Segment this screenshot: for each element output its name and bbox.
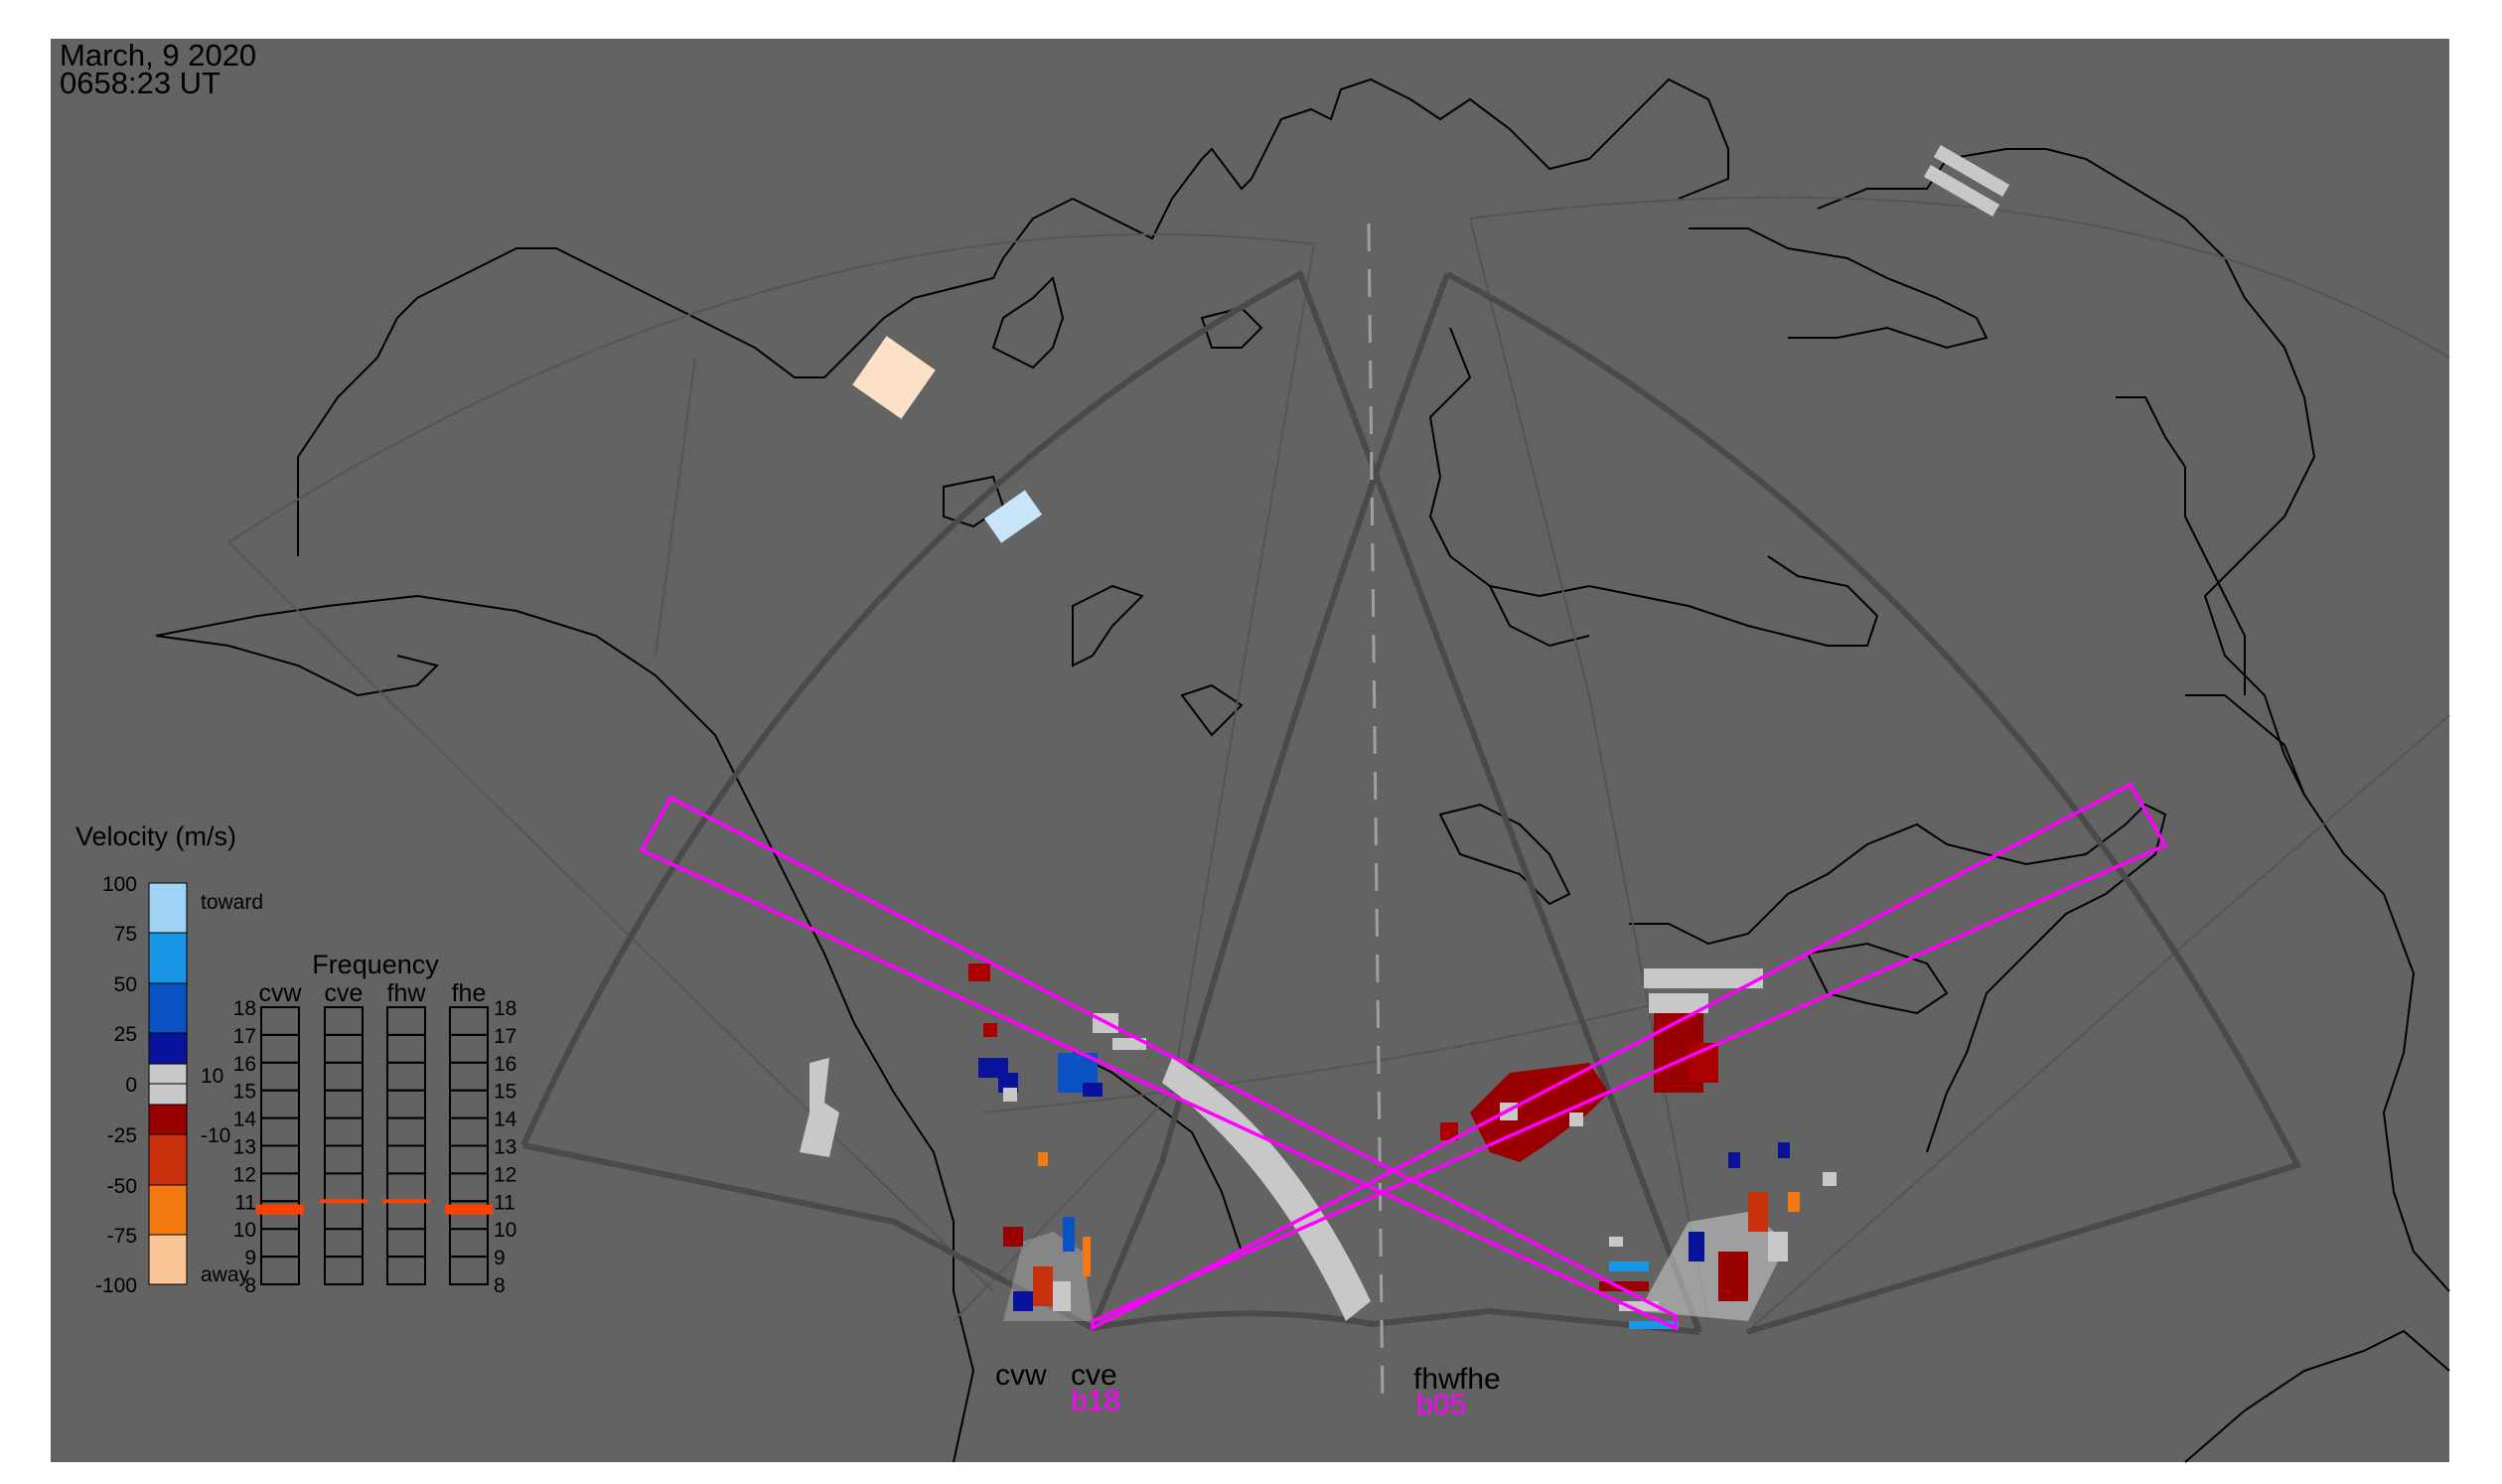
frequency-marker — [382, 1199, 430, 1204]
frequency-cell — [260, 1256, 300, 1285]
frequency-tick-right: 15 — [494, 1081, 516, 1104]
toward-label: toward — [201, 891, 263, 914]
frequency-tick-right: 12 — [494, 1163, 516, 1186]
frequency-tick-right: 10 — [494, 1219, 516, 1242]
radar-label-fhe: fhe — [1459, 1363, 1501, 1396]
frequency-tick-right: 16 — [494, 1053, 516, 1076]
colorbar-tick: -100 — [95, 1274, 137, 1297]
radar-label-fhw: fhw — [1413, 1363, 1460, 1396]
time-label: 0658:23 UT — [60, 66, 221, 100]
frequency-tick-left: 14 — [233, 1109, 257, 1131]
map-background — [51, 39, 2449, 1462]
colorbar-tick: -25 — [107, 1124, 137, 1147]
colorbar-tick-10: 10 — [201, 1065, 223, 1088]
colorbar-tick: 100 — [102, 873, 137, 896]
colorbar-segment — [148, 982, 188, 1034]
frequency-radar-label: cve — [325, 979, 364, 1007]
frequency-marker — [445, 1204, 493, 1215]
colorbar-segment — [148, 1063, 188, 1085]
beam-label-b18: b18 — [1071, 1385, 1120, 1417]
date-label: March, 9 2020 — [60, 38, 256, 73]
frequency-marker — [256, 1204, 304, 1215]
colorbar-ticks: 100 75 50 25 0 -25 -50 -75 -100 — [95, 873, 137, 1297]
radar-label-cve: cve — [1071, 1359, 1117, 1392]
colorbar-tick: 25 — [114, 1023, 137, 1046]
frequency-tick-right: 17 — [494, 1025, 516, 1048]
frequency-tick-left: 10 — [233, 1219, 256, 1242]
fov-thick-outlines — [520, 269, 2302, 1335]
beam-b18 — [639, 795, 1678, 1331]
colorbar-tick: -50 — [107, 1175, 137, 1198]
frequency-tick-left: 17 — [233, 1025, 256, 1048]
radar-label-cvw: cvw — [995, 1359, 1047, 1392]
beam-b05 — [1091, 782, 2168, 1331]
frequency-tick-left: 11 — [234, 1191, 256, 1214]
colorbar-tick: 75 — [114, 923, 137, 946]
frequency-tick-right: 13 — [494, 1136, 516, 1159]
frequency-tick-right: 11 — [494, 1191, 515, 1214]
fov-thin-outlines — [227, 196, 2450, 1332]
frequency-tick-left: 8 — [244, 1274, 256, 1297]
colorbar — [148, 882, 188, 1285]
frequency-tick-left: 18 — [233, 997, 256, 1020]
frequency-title: Frequency — [312, 950, 439, 979]
frequency-tick-left: 13 — [233, 1136, 256, 1159]
colorbar-segment — [148, 1234, 188, 1285]
frequency-radar-label: cvw — [258, 979, 302, 1007]
colorbar-segment — [148, 1133, 188, 1186]
colorbar-tick-neg10: -10 — [201, 1124, 230, 1147]
colorbar-segment — [148, 1104, 188, 1135]
frequency-tick-right: 8 — [494, 1274, 506, 1297]
frequency-tick-left: 9 — [244, 1247, 256, 1269]
colorbar-segment — [148, 932, 188, 984]
colorbar-tick: 0 — [125, 1074, 137, 1097]
colorbar-segment — [148, 1032, 188, 1065]
frequency-tick-left: 16 — [233, 1053, 256, 1076]
frequency-cell — [449, 1256, 489, 1285]
frequency-tick-left: 12 — [233, 1163, 256, 1186]
frequency-radar-label: fhe — [452, 979, 487, 1007]
colorbar-segment — [148, 1184, 188, 1236]
frequency-tick-right: 9 — [494, 1247, 506, 1269]
frequency-tick-right: 14 — [494, 1109, 517, 1131]
velocity-legend: Velocity (m/s) 100 75 50 25 0 -25 -50 -75 -100 t… — [75, 821, 263, 1297]
legend-title: Velocity (m/s) — [75, 821, 236, 851]
colorbar-segment — [148, 1083, 188, 1106]
frequency-radar-label: fhw — [387, 979, 427, 1007]
frequency-cell — [324, 1256, 364, 1285]
meridian-dashed-line — [1367, 223, 1385, 1406]
colorbar-tick: -75 — [107, 1225, 137, 1248]
colorbar-tick: 50 — [114, 973, 137, 996]
frequency-marker — [320, 1199, 368, 1204]
frequency-cell — [386, 1256, 426, 1285]
frequency-tick-right: 18 — [494, 997, 516, 1020]
beam-label-b05: b05 — [1416, 1389, 1466, 1421]
frequency-tick-left: 15 — [233, 1081, 256, 1104]
velocity-data — [800, 144, 2010, 1329]
away-label: away — [201, 1263, 250, 1286]
colorbar-segment — [148, 882, 188, 934]
